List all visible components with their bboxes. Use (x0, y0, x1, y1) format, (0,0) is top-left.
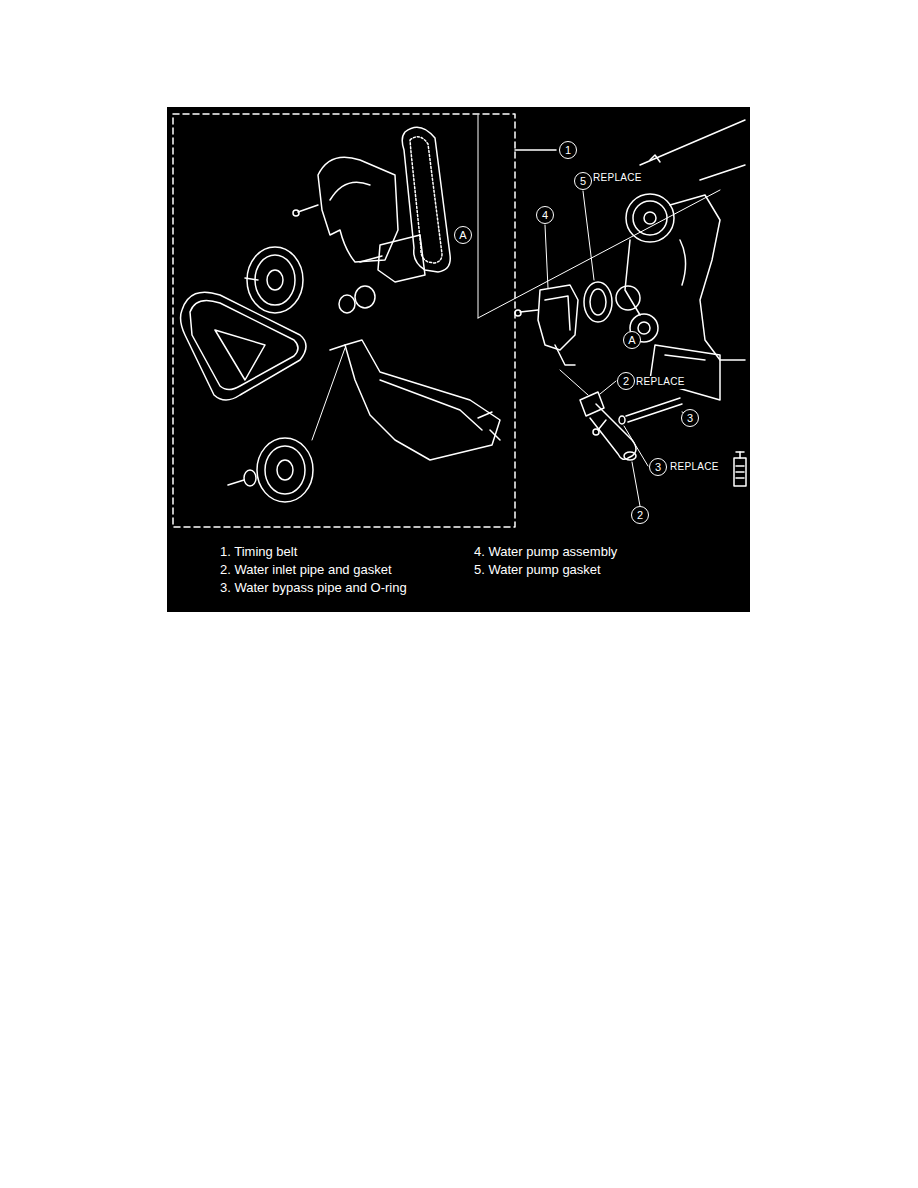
drive-belts (181, 292, 306, 400)
callout-number: 3 (655, 462, 661, 473)
group-box (173, 114, 515, 527)
water-pump (515, 225, 578, 365)
callout-circle: 3 (681, 409, 699, 427)
washer (355, 286, 375, 308)
bolt-head (293, 210, 299, 216)
callout-number: 2 (637, 510, 643, 521)
engine-block (616, 120, 745, 400)
callout-circle: 2 (631, 506, 649, 524)
replace-note: REPLACE (636, 376, 685, 389)
callout-circle: 4 (536, 206, 554, 224)
replace-note: REPLACE (670, 461, 719, 474)
callout-number: A (459, 230, 466, 241)
bolt (360, 256, 382, 262)
cover-rib (330, 182, 370, 200)
timing-cover-upper (318, 157, 398, 262)
parts-key-item: 4. Water pump assembly (474, 544, 617, 560)
callout-circle: 3 (649, 458, 667, 476)
parts-key-item: 2. Water inlet pipe and gasket (220, 562, 392, 578)
leader-line (560, 370, 588, 395)
crankshaft-pulley (228, 348, 345, 502)
callout-circle: 2 (617, 372, 635, 390)
callout-circle: A (623, 331, 641, 349)
callout-number: A (628, 335, 635, 346)
callout-number: 2 (623, 376, 629, 387)
callout-number: 4 (542, 210, 548, 221)
callout-circle: A (454, 226, 472, 244)
replace-note: REPLACE (593, 172, 642, 185)
timing-cover-lower (345, 340, 500, 460)
parts-key-item: 1. Timing belt (220, 544, 297, 560)
callout-circle: 5 (574, 172, 592, 190)
water-bypass-pipe (619, 398, 688, 466)
bolt (298, 205, 318, 212)
bolt (478, 412, 492, 418)
callout-number: 5 (580, 176, 586, 187)
water-inlet-pipe (580, 381, 640, 506)
parts-key-item: 5. Water pump gasket (474, 562, 601, 578)
parts-key-item: 3. Water bypass pipe and O-ring (220, 580, 420, 596)
callout-number: 1 (565, 145, 571, 156)
sealant-can (734, 452, 746, 486)
cover-rib (380, 380, 482, 430)
callout-circle: 1 (559, 141, 577, 159)
leader-line (515, 149, 556, 151)
water-pump-pulley (245, 247, 303, 313)
water-pump-gasket (583, 191, 612, 322)
bolt (330, 345, 345, 350)
timing-cover-middle (378, 235, 425, 282)
leader-line (478, 190, 720, 318)
figure-panel (167, 107, 750, 612)
callout-number: 3 (687, 413, 693, 424)
timing-belt (402, 127, 450, 272)
bolt (490, 430, 500, 440)
leader-line (478, 115, 479, 318)
washer (339, 295, 355, 313)
